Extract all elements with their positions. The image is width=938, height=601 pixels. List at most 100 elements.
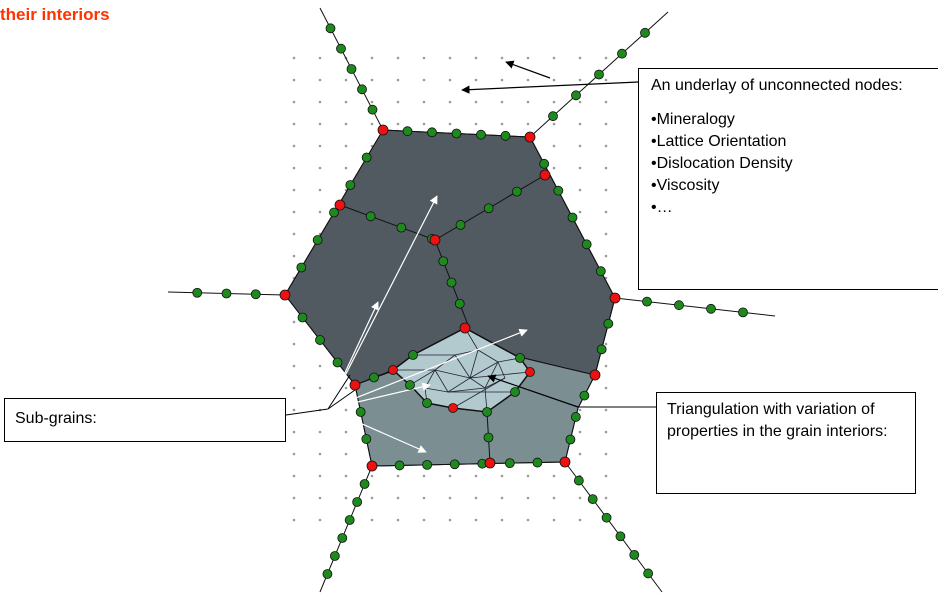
underlay-node <box>396 474 400 478</box>
property-item: •Lattice Orientation <box>651 133 787 150</box>
triple-junction-node <box>559 456 571 468</box>
underlay-node <box>292 100 296 104</box>
boundary-node <box>642 296 652 307</box>
arrow-to-triangulation <box>487 374 579 408</box>
underlay-node <box>448 100 452 104</box>
underlay-node <box>292 430 296 434</box>
boundary-node <box>359 479 370 489</box>
underlay-node <box>474 122 478 126</box>
underlay-callout-box: An underlay of unconnected nodes: •Miner… <box>638 68 938 290</box>
underlay-node <box>292 496 296 500</box>
boundary-node <box>548 111 558 122</box>
underlay-node <box>344 452 348 456</box>
mesh-edge <box>477 349 499 363</box>
triple-junction-node <box>377 124 389 136</box>
underlay-node <box>396 122 400 126</box>
underlay-node <box>578 100 582 104</box>
boundary-node <box>322 569 333 579</box>
boundary-node <box>315 335 325 345</box>
boundary-node <box>329 551 340 561</box>
boundary-node <box>510 387 520 397</box>
boundary-node <box>500 130 511 141</box>
underlay-node <box>292 320 296 324</box>
boundary-segment <box>354 384 373 467</box>
underlay-node <box>344 122 348 126</box>
underlay-node <box>292 166 296 170</box>
boundary-node <box>329 207 339 218</box>
boundary-node <box>595 266 606 277</box>
boundary-node <box>446 277 457 288</box>
underlay-node <box>604 386 608 390</box>
subgrain-pointer <box>327 389 356 410</box>
boundary-node <box>337 533 348 543</box>
subgrains-leader <box>285 408 329 416</box>
underlay-callout-title: An underlay of unconnected nodes: <box>651 77 903 94</box>
underlay-node <box>500 474 504 478</box>
underlay-node <box>526 518 530 522</box>
underlay-node <box>552 496 556 500</box>
boundary-node <box>601 512 612 523</box>
boundary-node <box>325 23 336 34</box>
boundary-node <box>706 303 716 314</box>
underlay-node <box>370 78 374 82</box>
underlay-node <box>474 78 478 82</box>
underlay-node <box>578 496 582 500</box>
underlay-node <box>500 518 504 522</box>
mesh-edge <box>452 377 506 409</box>
boundary-node <box>629 549 640 560</box>
underlay-node <box>448 56 452 60</box>
triple-junction-node <box>459 322 471 334</box>
underlay-node <box>292 210 296 214</box>
underlay-node <box>604 188 608 192</box>
boundary-node <box>643 568 654 579</box>
underlay-node <box>344 100 348 104</box>
underlay-node <box>448 518 452 522</box>
boundary-node <box>738 307 748 318</box>
underlay-node <box>318 56 322 60</box>
boundary-node <box>511 186 522 197</box>
mesh-edge <box>454 354 471 379</box>
underlay-node <box>604 232 608 236</box>
underlay-node <box>318 166 322 170</box>
underlay-node <box>604 100 608 104</box>
boundary-node <box>476 129 486 140</box>
arrow-to-subgrain <box>327 301 379 410</box>
grain-polygons <box>284 129 616 467</box>
triple-junction-node <box>279 289 291 301</box>
boundary-segment <box>594 297 616 376</box>
triple-junction-node <box>525 367 535 377</box>
property-item: •Viscosity <box>651 177 720 194</box>
underlay-node <box>552 166 556 170</box>
underlay-node <box>318 364 322 368</box>
property-item: •Mineralogy <box>651 111 735 128</box>
underlay-node <box>318 144 322 148</box>
underlay-node <box>604 210 608 214</box>
underlay-node <box>422 518 426 522</box>
underlay-node <box>422 474 426 478</box>
underlay-node <box>344 166 348 170</box>
boundary-node <box>454 298 465 309</box>
boundary-node <box>422 459 433 470</box>
triple-junction-node <box>388 365 398 375</box>
underlay-node <box>578 144 582 148</box>
boundary-node <box>396 222 407 233</box>
underlay-node <box>292 408 296 412</box>
underlay-node <box>578 518 582 522</box>
triangulation-label: Triangulation with variation of properti… <box>667 401 888 440</box>
triple-junction-node <box>609 292 621 304</box>
underlay-node <box>578 430 582 434</box>
arrow-to-subgrain <box>327 328 528 410</box>
underlay-node <box>578 166 582 170</box>
underlay-node <box>318 518 322 522</box>
underlay-node <box>344 474 348 478</box>
boundary-node <box>422 398 432 408</box>
underlay-node <box>318 78 322 82</box>
boundary-node <box>312 235 323 245</box>
underlay-node <box>318 188 322 192</box>
underlay-node <box>604 342 608 346</box>
underlay-node <box>604 56 608 60</box>
boundary-node <box>596 344 607 355</box>
underlay-node <box>526 56 530 60</box>
boundary-node <box>570 412 581 422</box>
triple-junction-node <box>539 169 551 181</box>
